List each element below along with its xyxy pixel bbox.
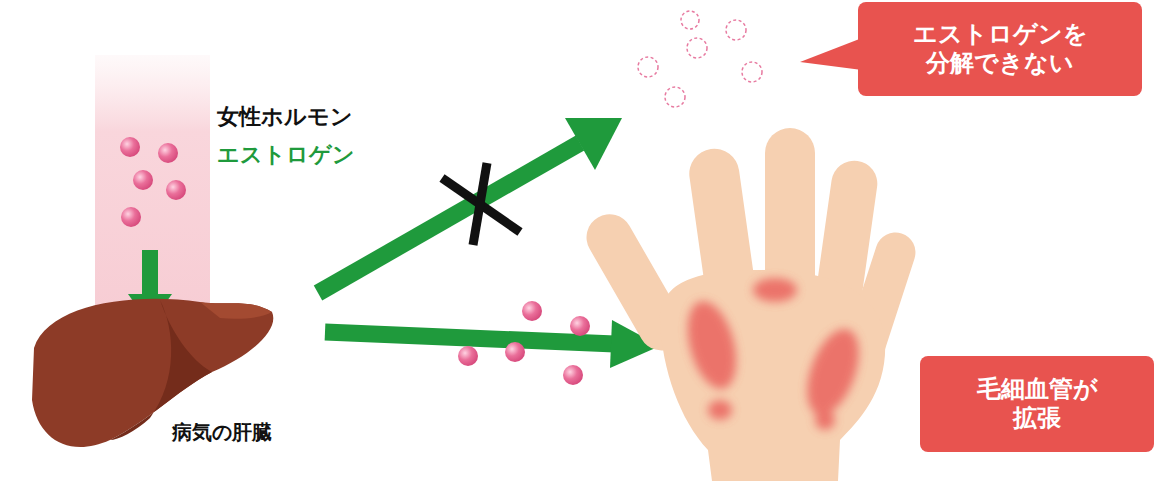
callout-box: エストロゲンを 分解できない: [858, 2, 1142, 96]
estrogen-arrow: [325, 320, 660, 368]
callout-text: エストロゲンを 分解できない: [905, 20, 1095, 78]
callout-box: 毛細血管が 拡張: [920, 356, 1154, 452]
callout-text: 毛細血管が 拡張: [972, 375, 1102, 433]
red-patches: [679, 278, 869, 430]
broken-down-estrogen: [638, 11, 762, 107]
blocked-arrow: [318, 118, 622, 293]
estrogen-dots: [458, 301, 590, 385]
hand: [578, 128, 921, 481]
label-text: 女性ホルモン: [215, 104, 355, 130]
label-text: エストロゲン: [215, 142, 357, 168]
callout-pointer: [800, 38, 862, 70]
liver: [32, 299, 273, 447]
hormone-band: [95, 55, 210, 310]
label-text: 病気の肝臓: [170, 420, 274, 444]
estrogen-dots: [120, 137, 186, 227]
